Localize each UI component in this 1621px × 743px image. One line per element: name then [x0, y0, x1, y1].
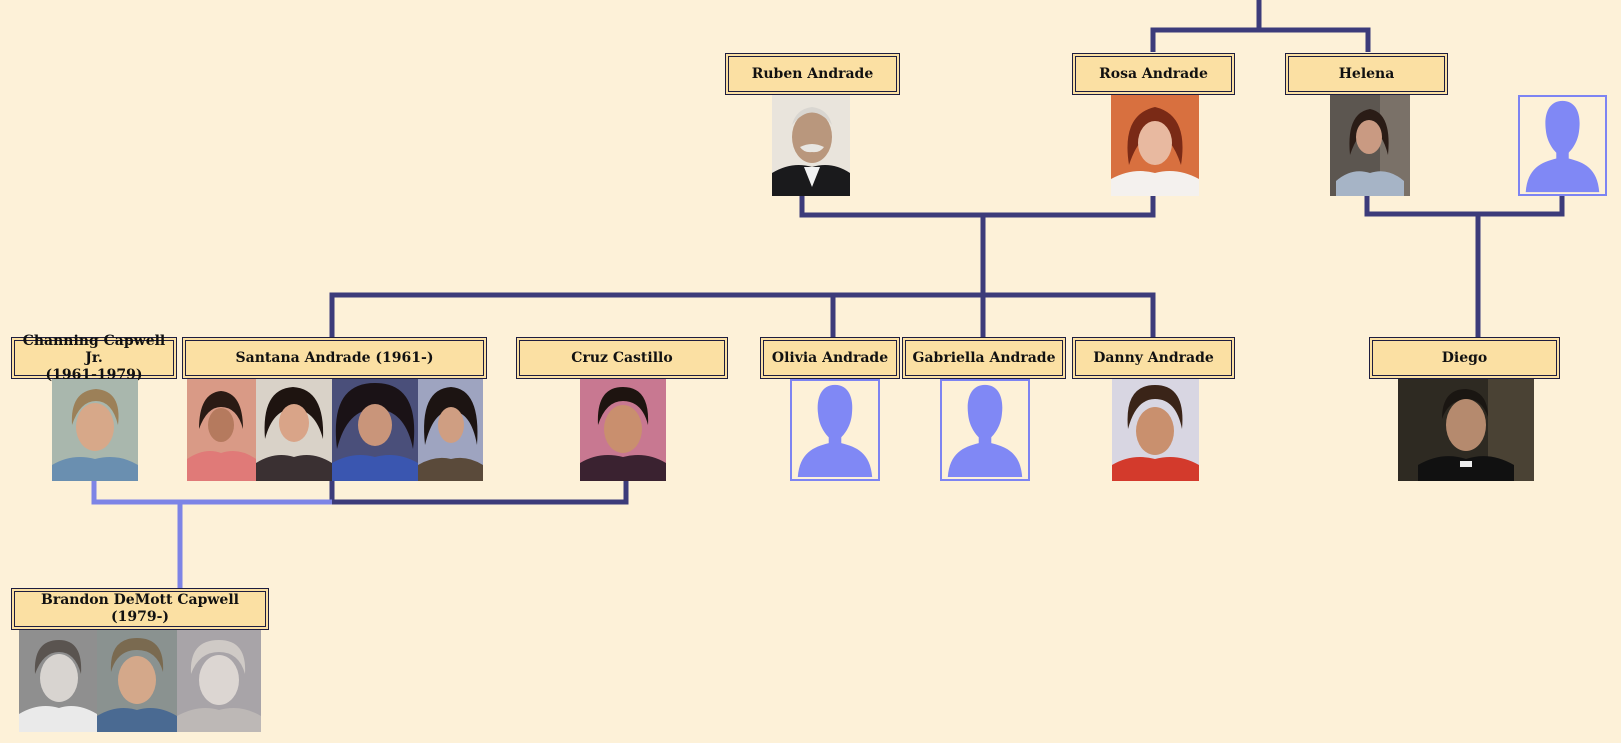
name-box-olivia-andrade: Olivia Andrade: [760, 337, 900, 379]
name-brandon-demott-capwell: Brandon DeMott Capwell (1979-): [41, 592, 239, 625]
connector-rosa-helena-parent: [1150, 0, 1371, 52]
person-silhouette-icon: [797, 384, 873, 478]
connector-ruben-rosa: [799, 196, 1156, 218]
name-danny-andrade: Danny Andrade: [1093, 349, 1214, 366]
name-box-channing-capwell-jr: Channing Capwell Jr. (1961-1979): [11, 333, 177, 383]
name-box-brandon-demott-capwell: Brandon DeMott Capwell (1979-): [11, 588, 269, 630]
name-box-helena: Helena: [1285, 53, 1448, 95]
name-gabriella-andrade: Gabriella Andrade: [912, 349, 1056, 366]
photo-rosa-andrade: [1111, 95, 1199, 196]
photo-ruben-andrade: [772, 95, 850, 196]
person-silhouette-icon: [1525, 100, 1600, 193]
connector-helena-couple: [1364, 196, 1565, 337]
name-diego: Diego: [1441, 349, 1488, 366]
name-rosa-andrade: Rosa Andrade: [1099, 65, 1208, 82]
name-box-gabriella-andrade: Gabriella Andrade: [902, 337, 1066, 379]
name-santana-andrade: Santana Andrade (1961-): [235, 349, 434, 366]
photo-placeholder-gabriella-andrade: [940, 379, 1030, 481]
photo-brandon-demott-capwell: [19, 630, 261, 732]
name-box-diego: Diego: [1369, 337, 1560, 379]
photo-santana-andrade: [187, 379, 483, 481]
connector-channing-santana: [91, 481, 332, 588]
photo-placeholder-olivia-andrade: [790, 379, 880, 481]
photo-diego: [1398, 379, 1534, 481]
name-ruben-andrade: Ruben Andrade: [751, 65, 874, 82]
name-cruz-castillo: Cruz Castillo: [571, 349, 673, 366]
person-silhouette-icon: [947, 384, 1023, 478]
name-olivia-andrade: Olivia Andrade: [771, 349, 889, 366]
photo-danny-andrade: [1112, 379, 1199, 481]
connector-santana-cruz: [329, 481, 629, 505]
name-box-santana-andrade: Santana Andrade (1961-): [182, 337, 487, 379]
name-helena: Helena: [1338, 65, 1395, 82]
photo-channing-capwell-jr: [52, 379, 138, 481]
name-box-ruben-andrade: Ruben Andrade: [725, 53, 900, 95]
photo-cruz-castillo: [580, 379, 666, 481]
photo-helena: [1330, 95, 1410, 196]
name-box-cruz-castillo: Cruz Castillo: [516, 337, 728, 379]
name-box-danny-andrade: Danny Andrade: [1072, 337, 1235, 379]
photo-placeholder-helena-spouse: [1518, 95, 1607, 196]
name-channing-capwell-jr: Channing Capwell Jr.: [22, 332, 166, 366]
dates-channing-capwell-jr: (1961-1979): [45, 366, 143, 383]
name-box-rosa-andrade: Rosa Andrade: [1072, 53, 1235, 95]
connector-ruben-rosa-children: [329, 215, 1156, 337]
